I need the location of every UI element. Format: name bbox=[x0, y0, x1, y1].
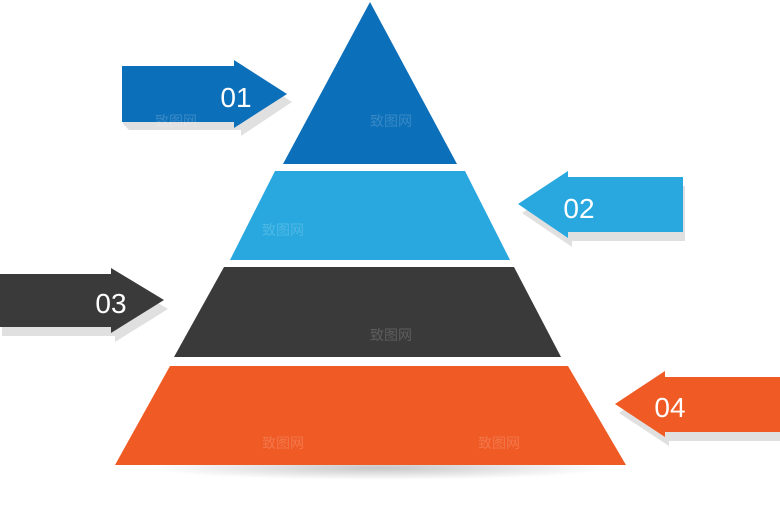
arrow-03: 03 bbox=[0, 268, 168, 342]
pyramid-level-1 bbox=[283, 2, 457, 164]
arrow-02-label: 02 bbox=[563, 193, 594, 224]
arrow-04-label: 04 bbox=[654, 392, 685, 423]
pyramid-level-2 bbox=[230, 171, 510, 260]
svg-text:致图网: 致图网 bbox=[262, 223, 304, 239]
arrow-03-label: 03 bbox=[95, 288, 126, 319]
svg-text:致图网: 致图网 bbox=[370, 328, 412, 344]
svg-text:致图网: 致图网 bbox=[155, 114, 197, 130]
pyramid-level-4 bbox=[115, 366, 626, 465]
arrow-04: 04 bbox=[615, 371, 780, 446]
arrow-02: 02 bbox=[518, 171, 685, 247]
pyramid-level-3 bbox=[174, 267, 561, 357]
svg-text:致图网: 致图网 bbox=[370, 114, 412, 130]
arrow-01-label: 01 bbox=[220, 82, 251, 113]
svg-text:致图网: 致图网 bbox=[262, 436, 304, 452]
svg-text:致图网: 致图网 bbox=[478, 436, 520, 452]
arrow-01: 01 bbox=[122, 60, 292, 136]
watermark: 致图网 致图网 致图网 致图网 致图网 致图网 bbox=[155, 114, 520, 452]
